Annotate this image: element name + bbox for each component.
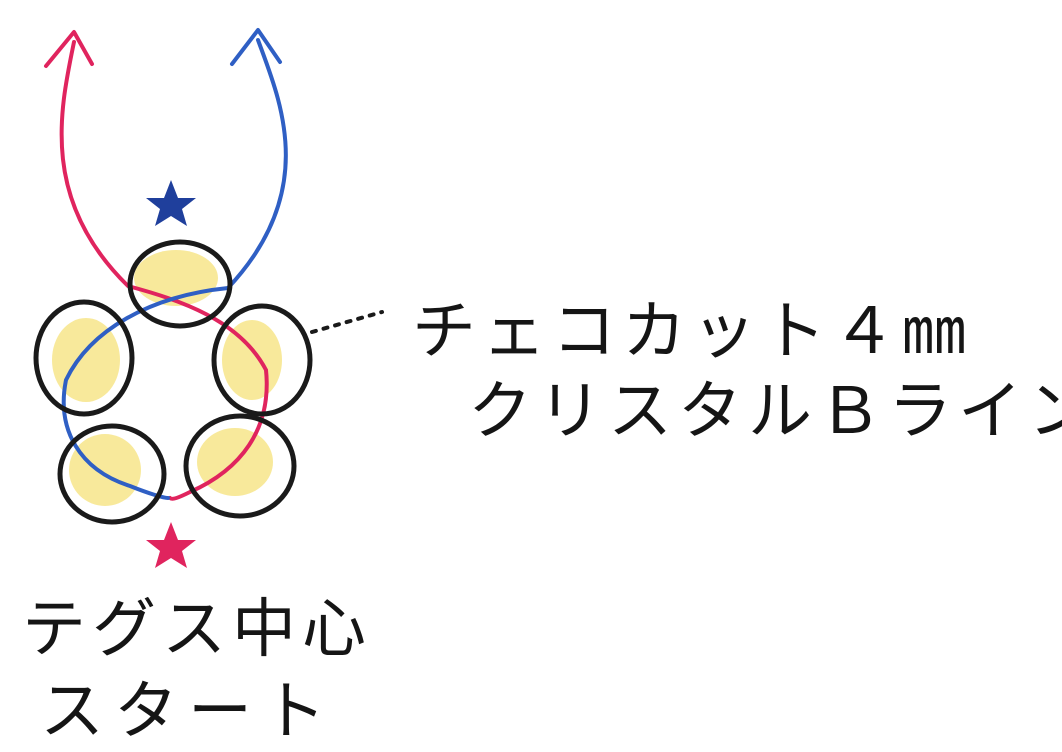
- start-label: スタート: [40, 675, 336, 749]
- bead-left-lower: [57, 423, 167, 525]
- bead-left-upper: [33, 299, 135, 417]
- bead-right-lower: [183, 413, 297, 519]
- red-star-icon: [146, 522, 196, 568]
- bead-color-label: クリスタルＢライン: [468, 375, 1062, 449]
- blue-arrowhead: [230, 28, 282, 66]
- blue-thread: [61, 38, 288, 500]
- red-thread: [59, 40, 269, 501]
- bead-type-label: チェコカット４㎜: [412, 295, 972, 369]
- blue-star-icon: [146, 180, 196, 226]
- bead-highlights: [52, 250, 282, 506]
- bead-top: [127, 239, 233, 329]
- red-arrowhead: [44, 30, 94, 68]
- leader-line: [310, 310, 384, 334]
- thread-center-label: テグス中心: [22, 593, 372, 667]
- beads: [33, 239, 313, 525]
- bead-right-upper: [211, 303, 313, 417]
